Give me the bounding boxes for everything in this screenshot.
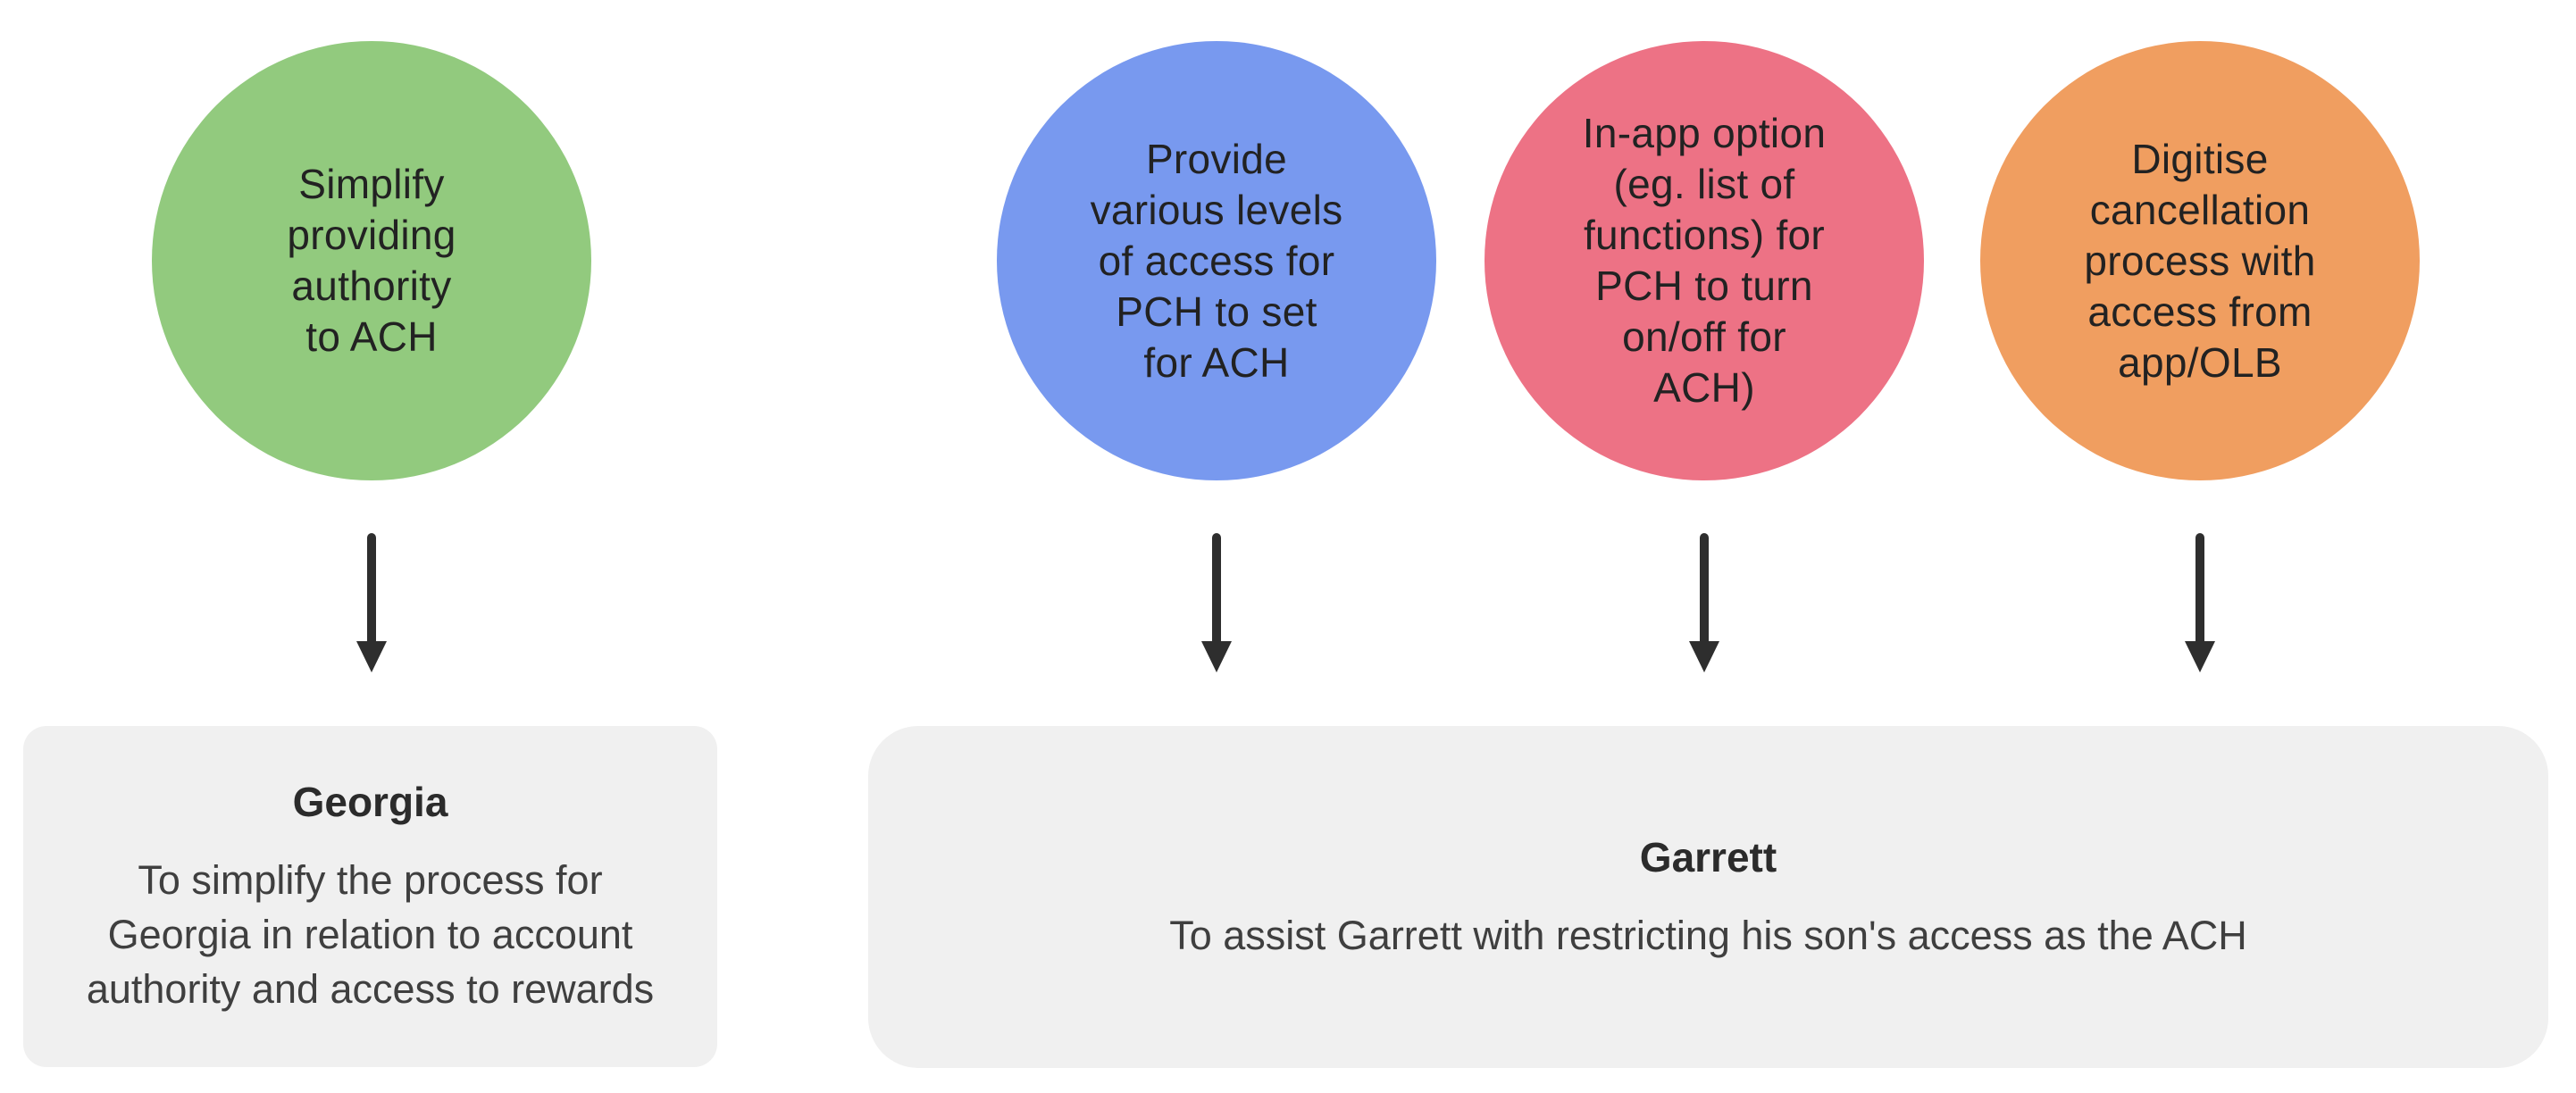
down-arrow-icon-2: [1197, 532, 1236, 675]
down-arrow-icon-4: [2180, 532, 2220, 675]
persona-card-georgia: Georgia To simplify the process for Geor…: [23, 726, 717, 1067]
down-arrow-icon-3: [1685, 532, 1724, 675]
solution-circle-green-label: Simplify providing authority to ACH: [287, 161, 456, 360]
solution-circle-pink-label: In-app option (eg. list of functions) fo…: [1582, 110, 1827, 411]
solution-circle-blue: Provide various levels of access for PCH…: [997, 41, 1436, 480]
solution-circle-orange-label: Digitise cancellation process with acces…: [2084, 135, 2316, 386]
persona-goal-garrett: To assist Garrett with restricting his s…: [1169, 912, 2247, 958]
solution-circle-orange: Digitise cancellation process with acces…: [1980, 41, 2420, 480]
solution-circle-green: Simplify providing authority to ACH: [152, 41, 591, 480]
persona-name-georgia: Georgia: [292, 779, 448, 825]
persona-card-garrett: Garrett To assist Garrett with restricti…: [868, 726, 2548, 1068]
persona-goal-georgia: To simplify the process for Georgia in r…: [86, 857, 655, 1012]
down-arrow-icon-1: [352, 532, 391, 675]
persona-name-garrett: Garrett: [1639, 833, 1777, 880]
solution-circle-blue-label: Provide various levels of access for PCH…: [1090, 135, 1343, 386]
solution-circle-pink: In-app option (eg. list of functions) fo…: [1485, 41, 1924, 480]
